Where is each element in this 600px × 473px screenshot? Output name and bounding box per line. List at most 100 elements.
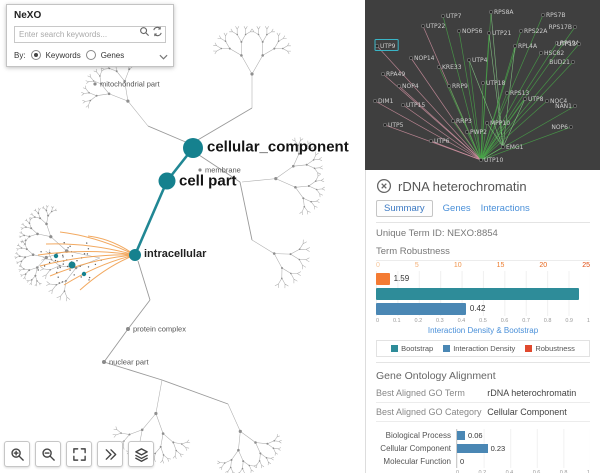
network-node-label[interactable]: UTP18 bbox=[486, 80, 505, 87]
network-node-dot[interactable] bbox=[451, 119, 455, 123]
network-node-label[interactable]: RPA49 bbox=[386, 71, 405, 78]
network-node-label[interactable]: RPS17B bbox=[549, 24, 572, 31]
network-node-dot[interactable] bbox=[429, 139, 433, 143]
network-node-dot[interactable] bbox=[409, 56, 413, 60]
zoom-out-button[interactable] bbox=[35, 441, 61, 467]
network-node-label[interactable]: UTP8 bbox=[528, 96, 544, 103]
tree-node-label[interactable]: nuclear part bbox=[109, 357, 149, 367]
tree-term-node[interactable] bbox=[158, 172, 176, 190]
network-node-label[interactable]: NOP4 bbox=[402, 83, 419, 90]
search-icon[interactable] bbox=[139, 26, 150, 37]
network-node-label[interactable]: UTP10 bbox=[484, 157, 503, 164]
network-node-dot[interactable] bbox=[539, 51, 543, 55]
network-node-label[interactable]: RPS13 bbox=[510, 90, 529, 97]
network-node-dot[interactable] bbox=[441, 14, 445, 18]
network-node-dot[interactable] bbox=[381, 72, 385, 76]
tree-term-node[interactable] bbox=[68, 261, 76, 269]
tree-node-label[interactable]: protein complex bbox=[133, 324, 186, 334]
network-node-label[interactable]: NAN1 bbox=[555, 103, 572, 110]
network-node-dot[interactable] bbox=[457, 29, 461, 33]
network-node-dot[interactable] bbox=[577, 42, 581, 46]
network-node-label[interactable]: EMG1 bbox=[506, 144, 524, 151]
network-node-label[interactable]: MPP10 bbox=[490, 120, 510, 127]
network-node-dot[interactable] bbox=[421, 24, 425, 28]
radio-keywords-label[interactable]: Keywords bbox=[45, 50, 81, 60]
network-node-dot[interactable] bbox=[519, 29, 523, 33]
network-node-dot[interactable] bbox=[569, 125, 573, 129]
network-node-dot[interactable] bbox=[487, 31, 491, 35]
tree-node-label[interactable]: membrane bbox=[205, 165, 241, 175]
chevron-down-icon[interactable] bbox=[159, 47, 168, 65]
tree-node-label[interactable]: intracellular bbox=[144, 248, 207, 260]
collapse-button[interactable] bbox=[97, 441, 123, 467]
network-node-dot[interactable] bbox=[541, 13, 545, 17]
network-node-dot[interactable] bbox=[447, 84, 451, 88]
network-node-dot[interactable] bbox=[573, 25, 577, 29]
tab-interactions[interactable]: Interactions bbox=[480, 203, 530, 214]
network-node-dot[interactable] bbox=[401, 103, 405, 107]
network-node-label[interactable]: UTP9 bbox=[380, 43, 396, 50]
network-node-dot[interactable] bbox=[479, 158, 483, 162]
network-node-label[interactable]: NOP6 bbox=[551, 124, 568, 131]
network-node-label[interactable]: UTP6 bbox=[434, 138, 450, 145]
network-node-label[interactable]: BUD21 bbox=[549, 59, 570, 66]
fit-to-screen-button[interactable] bbox=[66, 441, 92, 467]
tab-genes[interactable]: Genes bbox=[442, 203, 471, 214]
tree-term-node[interactable] bbox=[81, 271, 87, 277]
network-node-dot[interactable] bbox=[397, 84, 401, 88]
network-node-label[interactable]: UTP15 bbox=[406, 102, 425, 109]
network-node-label[interactable]: HSC82 bbox=[544, 50, 564, 57]
reset-icon[interactable] bbox=[152, 26, 163, 37]
network-node-dot[interactable] bbox=[505, 91, 509, 95]
tree-svg[interactable] bbox=[0, 0, 365, 473]
network-node-label[interactable]: DIM1 bbox=[378, 98, 394, 105]
network-node-label[interactable]: RPS22A bbox=[524, 28, 548, 35]
network-node-label[interactable]: UTP7 bbox=[446, 13, 462, 20]
tree-node-label[interactable]: mitochondrial part bbox=[100, 79, 160, 89]
radio-keywords[interactable] bbox=[30, 50, 41, 60]
network-node-label[interactable]: UTP21 bbox=[492, 30, 511, 37]
network-node-dot[interactable] bbox=[481, 81, 485, 85]
tree-node-label[interactable]: cell part bbox=[179, 172, 237, 190]
tree-term-node[interactable] bbox=[129, 249, 141, 261]
network-node-label[interactable]: NOC4 bbox=[550, 98, 567, 105]
close-icon[interactable] bbox=[376, 178, 392, 194]
network-node-label[interactable]: NOP14 bbox=[414, 55, 435, 62]
tree-node-label[interactable]: cellular_component bbox=[207, 138, 349, 156]
search-input[interactable] bbox=[14, 26, 166, 43]
network-node-dot[interactable] bbox=[485, 121, 489, 125]
network-node-label[interactable]: RRP9 bbox=[452, 83, 468, 90]
network-node-label[interactable]: UTP13 bbox=[557, 41, 576, 48]
network-node-label[interactable]: RPS8A bbox=[494, 9, 514, 16]
network-node-dot[interactable] bbox=[373, 99, 377, 103]
tab-summary[interactable]: Summary bbox=[376, 200, 433, 217]
network-node-label[interactable]: RRP3 bbox=[456, 118, 472, 125]
tree-term-node[interactable] bbox=[53, 253, 59, 259]
network-node-label[interactable]: KRE33 bbox=[442, 64, 462, 71]
tree-term-node[interactable] bbox=[183, 138, 203, 158]
network-node-label[interactable]: UTP4 bbox=[472, 57, 488, 64]
zoom-in-button[interactable] bbox=[4, 441, 30, 467]
radio-genes[interactable] bbox=[85, 50, 96, 60]
network-node-dot[interactable] bbox=[555, 41, 559, 45]
network-node-label[interactable]: RPS7B bbox=[546, 12, 566, 19]
network-node-dot[interactable] bbox=[513, 44, 517, 48]
network-node-dot[interactable] bbox=[437, 65, 441, 69]
network-node-dot[interactable] bbox=[383, 123, 387, 127]
network-node-label[interactable]: NOP56 bbox=[462, 28, 483, 35]
network-node-dot[interactable] bbox=[375, 44, 379, 48]
network-node-label[interactable]: RPS9A bbox=[560, 40, 580, 47]
network-node-dot[interactable] bbox=[467, 58, 471, 62]
network-node-dot[interactable] bbox=[545, 99, 549, 103]
network-node-label[interactable]: UTP5 bbox=[388, 122, 404, 129]
network-node-dot[interactable] bbox=[465, 130, 469, 134]
network-node-dot[interactable] bbox=[523, 97, 527, 101]
network-node-label[interactable]: PWP2 bbox=[470, 129, 487, 136]
network-node-dot[interactable] bbox=[501, 145, 505, 149]
network-node-label[interactable]: RPL4A bbox=[518, 43, 538, 50]
layers-button[interactable] bbox=[128, 441, 154, 467]
network-node-dot[interactable] bbox=[571, 60, 575, 64]
network-node-dot[interactable] bbox=[489, 10, 493, 14]
